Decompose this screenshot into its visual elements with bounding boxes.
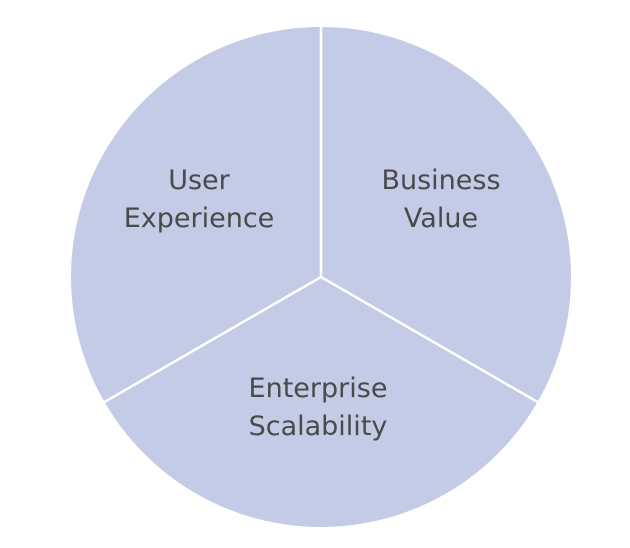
label-line: Enterprise xyxy=(249,373,388,404)
divider-left xyxy=(103,275,322,404)
label-business-value: Business Value xyxy=(381,165,500,234)
label-enterprise-scalability: Enterprise Scalability xyxy=(249,373,388,442)
segment-enterprise-scalability xyxy=(104,277,538,527)
label-line: Scalability xyxy=(249,411,388,442)
divider-right xyxy=(320,275,539,404)
label-line: Experience xyxy=(124,203,275,234)
label-line: Value xyxy=(404,203,478,234)
label-line: Business xyxy=(381,165,500,196)
segment-business-value xyxy=(321,27,571,402)
label-user-experience: User Experience xyxy=(124,165,275,234)
segment-user-experience xyxy=(71,27,321,402)
label-line: User xyxy=(168,165,230,196)
